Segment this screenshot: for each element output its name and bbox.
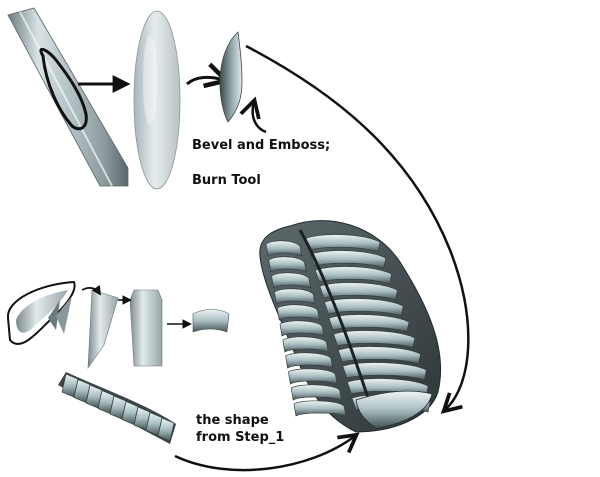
arrow-bottom-curve [174, 436, 355, 472]
shell-segment-right [310, 250, 387, 269]
label-bevel-emboss: Bevel and Emboss; [192, 138, 331, 153]
shell-segment-right [305, 234, 381, 253]
shell-segment-right [337, 346, 421, 365]
shell-segment-left [271, 272, 312, 289]
label-shape-line-1: the shape [196, 413, 269, 428]
shell-segment-left [274, 288, 316, 305]
strip-segment [157, 417, 175, 442]
shell-segment-left [285, 352, 334, 369]
shell-segment-right [319, 282, 398, 301]
shell-segment-right [328, 314, 410, 333]
metal-stick-figure [7, 7, 129, 187]
segmented-shell [259, 220, 442, 433]
label-shape-from-step: the shape from Step_1 [196, 412, 336, 446]
arrow-long-curve [245, 44, 470, 410]
label-shape-line-2: from Step_1 [196, 430, 285, 445]
crescent-piece [219, 31, 243, 123]
shell-segment-right [323, 298, 404, 317]
oval-plate [133, 10, 181, 190]
shell-segment-left [288, 368, 338, 385]
segmented-strip [58, 372, 176, 444]
shell-segment-right [333, 330, 416, 349]
arrow-small-1 [81, 284, 102, 296]
shell-segment-left [268, 256, 307, 273]
shell-segment-left [290, 384, 343, 401]
arrow-curved [186, 77, 224, 84]
construction-pieces [6, 280, 230, 370]
shell-segment-left [279, 320, 325, 337]
shell-segment-left [276, 304, 321, 321]
shell-segment-left [293, 400, 347, 417]
label-burn-tool: Burn Tool [192, 173, 261, 188]
shell-segment-left [265, 240, 303, 257]
shell-segment-left [282, 336, 329, 353]
selection-outline [39, 47, 88, 131]
arrow-up-bevel [253, 102, 267, 134]
shell-segment-right [314, 266, 392, 285]
